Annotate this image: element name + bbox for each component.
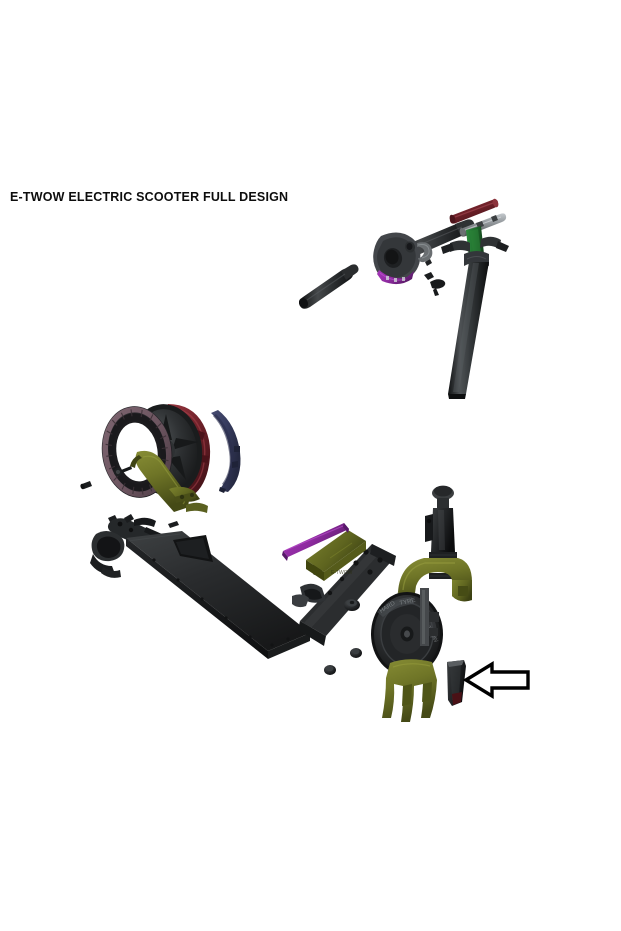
- deck-strip-purple: [282, 523, 349, 561]
- rear-wheel-hub: HARD TYRE E-TWOW: [371, 588, 443, 676]
- callout-arrow-icon: [462, 660, 530, 700]
- rear-fender-bracket-olive: [382, 659, 437, 722]
- steering-pole: [448, 262, 489, 399]
- deck-platform: [126, 531, 310, 659]
- fastener-bolts: [80, 481, 179, 528]
- small-bracket-hardware: [424, 259, 446, 296]
- left-handlebar-grip: [298, 264, 359, 309]
- front-wheel-assembly: [80, 404, 241, 528]
- svg-text:E-TWOW: E-TWOW: [331, 570, 353, 576]
- throttle-purple-trim: [377, 270, 414, 285]
- deck-frame-assembly: E-TWOW: [90, 514, 396, 675]
- stem-green-collar: [466, 226, 484, 258]
- svg-text:TYRE: TYRE: [399, 598, 416, 607]
- front-fork-olive: [130, 450, 208, 513]
- front-mudguard-navy: [211, 410, 241, 493]
- page-title: E-TWOW ELECTRIC SCOOTER FULL DESIGN: [10, 190, 289, 204]
- handlebar-assembly: [298, 198, 507, 309]
- battery-block-olive: E-TWOW: [306, 530, 366, 581]
- rear-fender-blade: [447, 660, 466, 706]
- throttle-housing-assembly: [373, 219, 475, 285]
- rear-wheel-assembly: HARD TYRE E-TWOW: [371, 485, 530, 722]
- stem-assembly: [441, 226, 509, 399]
- fastener-bolts: [324, 599, 362, 675]
